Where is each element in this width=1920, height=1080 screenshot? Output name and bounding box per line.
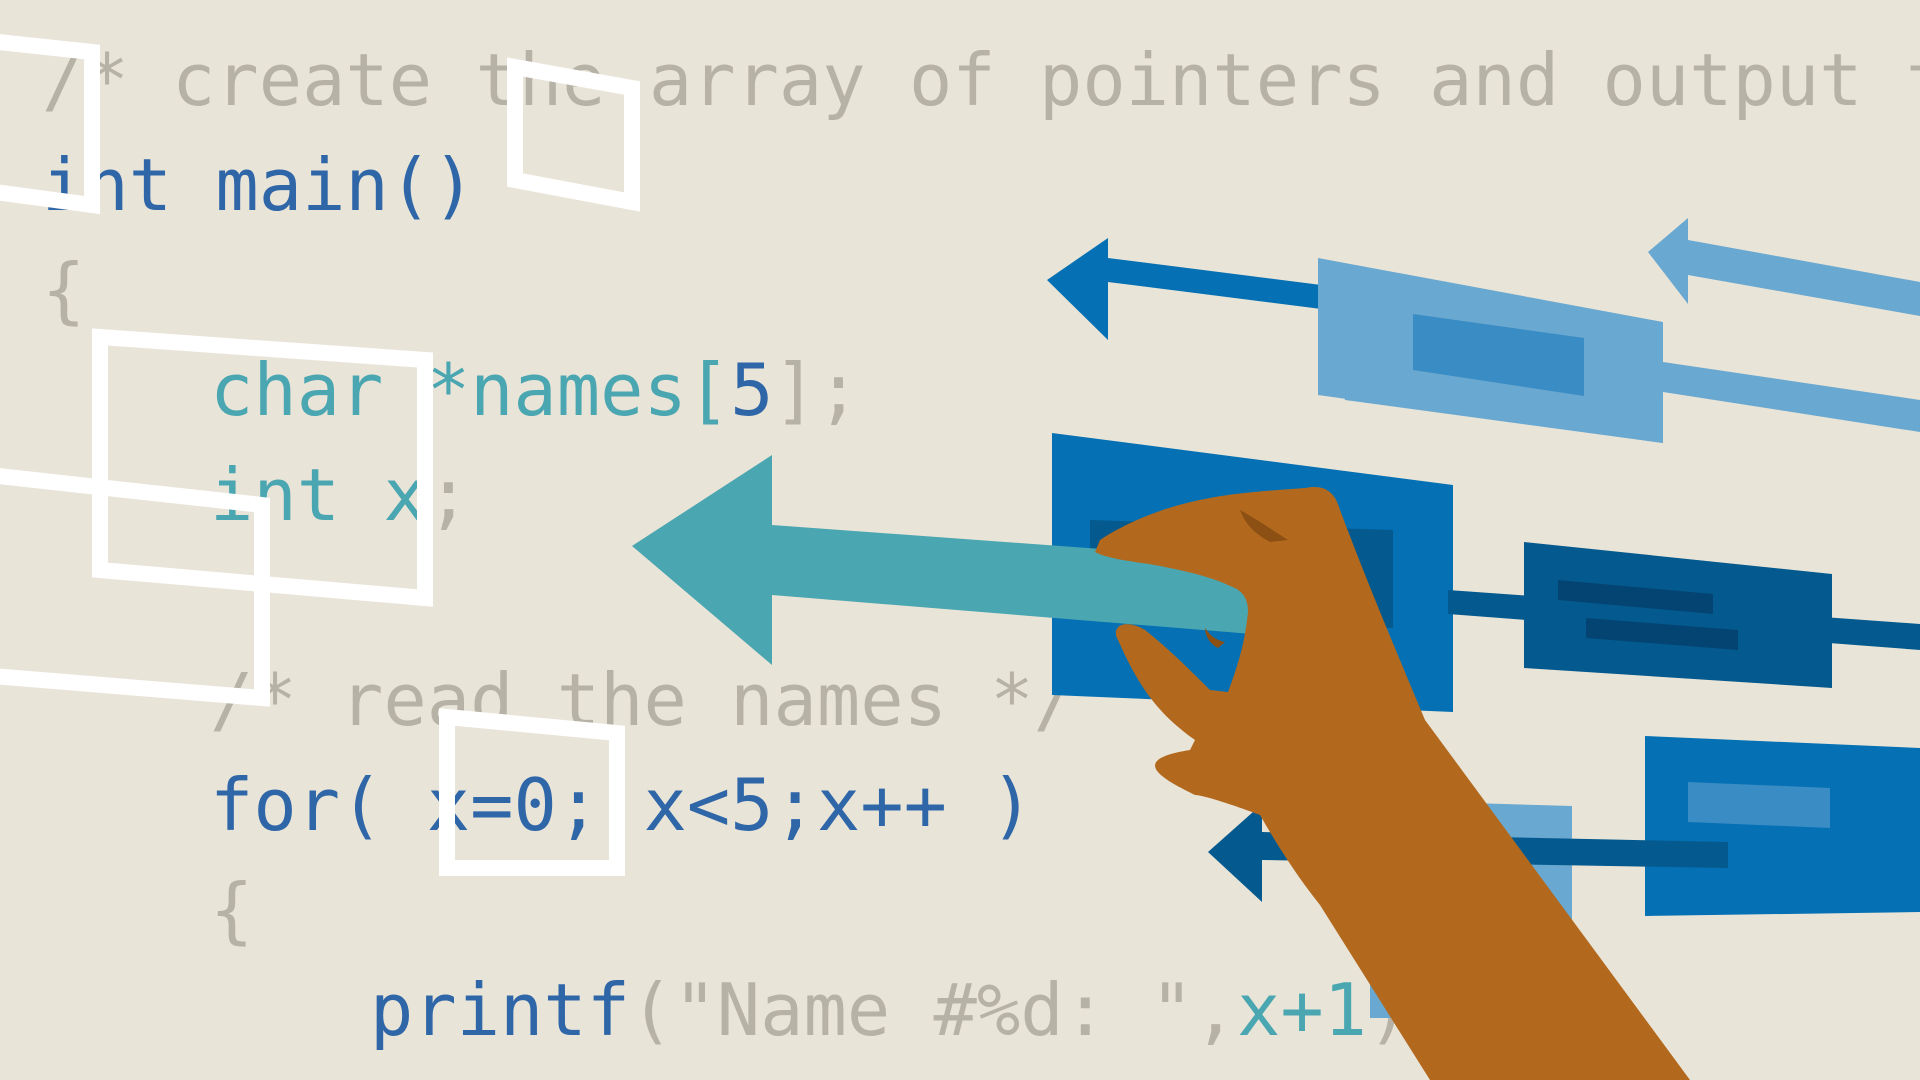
code-for-loop: for( x=0; x<5;x++ ) [210,765,1034,845]
arrow-left-icon [1047,238,1345,340]
code-inner-brace: { [210,868,254,952]
code-token: x=0; x<5;x++ ) [426,763,1034,847]
connector-line [1663,362,1920,432]
code-main-signature: int main() [42,143,476,227]
code-token: for( [210,763,427,847]
code-token: ("Name #%d: ", [630,968,1237,1052]
memory-block-stripe [1558,580,1713,614]
code-open-brace: { [42,248,86,332]
code-token: x+1 [1236,968,1368,1052]
code-comment-read: /* read the names */ [210,658,1077,742]
outline-frame-icon [439,708,625,876]
memory-block [1645,736,1920,916]
outline-frames [0,34,640,876]
outline-frame-icon [0,34,100,215]
outline-frame-icon [0,468,270,707]
memory-block-inner [1688,782,1830,828]
code-token: ]; [773,348,861,432]
outline-frame-icon [507,57,640,212]
code-token: printf [370,968,631,1052]
code-token: 5 [730,348,774,432]
code-token: ; [426,453,471,537]
code-token: char *names[ [210,348,731,432]
memory-block-inner [1413,314,1584,396]
code-names-declaration: char *names[5]; [210,350,860,430]
arrow-left-icon [1648,218,1920,316]
hand-icon [1095,486,1690,1080]
arrow-left-icon [632,455,1252,665]
memory-block [1524,542,1832,688]
code-comment-line: /* create the array of pointers and outp… [42,38,1920,122]
memory-block-stripe [1586,618,1738,650]
